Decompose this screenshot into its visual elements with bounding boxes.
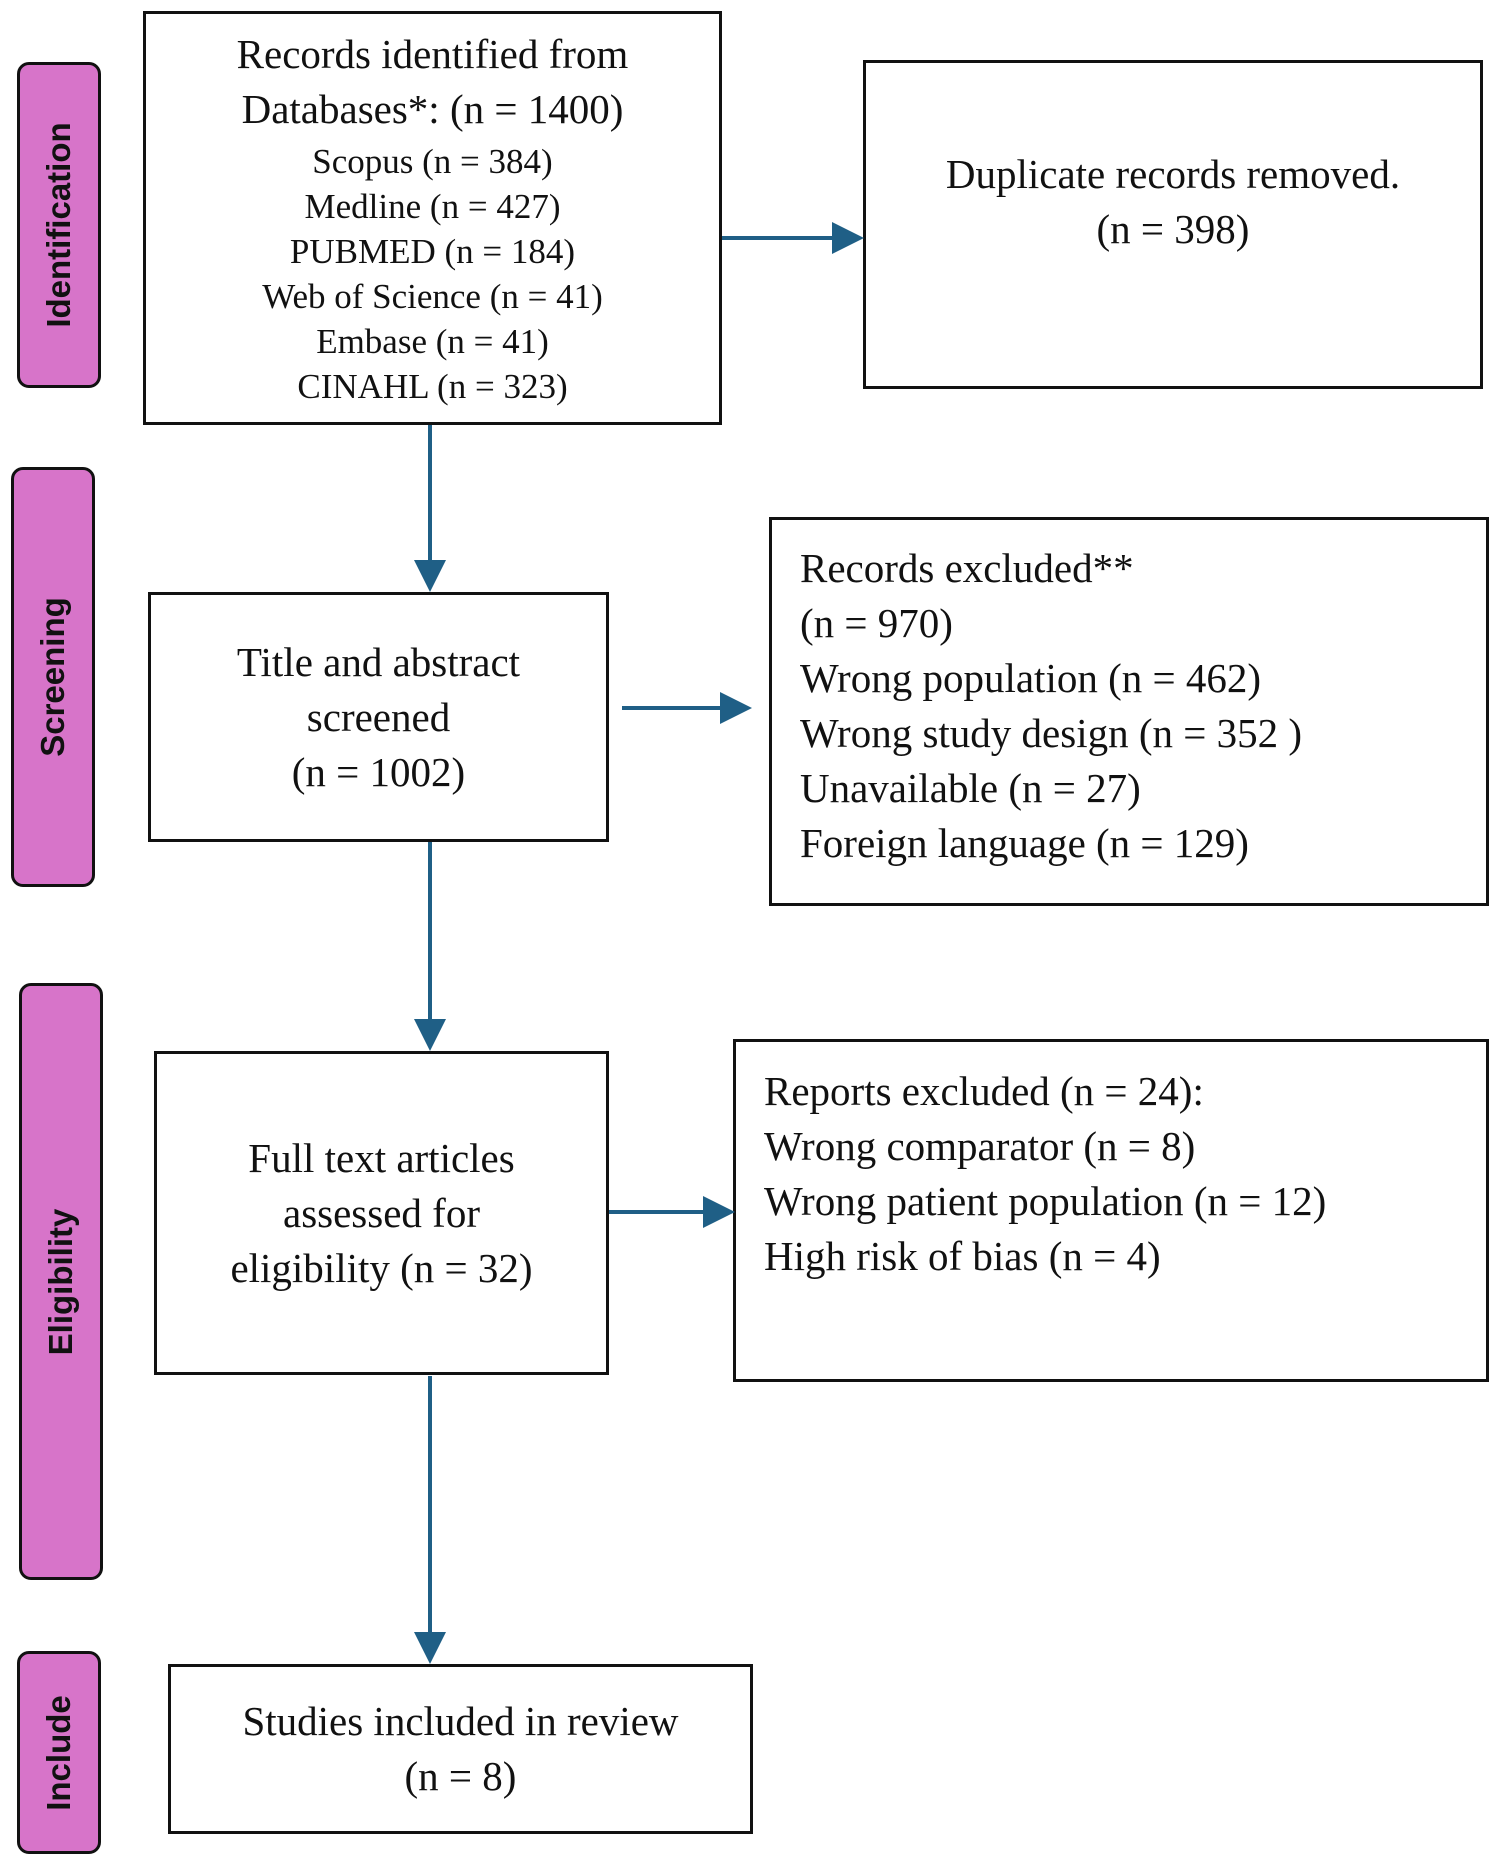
reports-reason-population: Wrong patient population (n = 12): [764, 1178, 1327, 1224]
included-line-1: Studies included in review: [242, 1698, 679, 1744]
records-identified-box: Records identified from Databases*: (n =…: [143, 11, 722, 425]
reports-excluded-box: Reports excluded (n = 24): Wrong compara…: [733, 1039, 1489, 1382]
stage-include: Include: [17, 1651, 101, 1854]
screened-line-2: screened: [306, 693, 451, 740]
reports-reason-comparator: Wrong comparator (n = 8): [764, 1123, 1196, 1169]
records-identified-title-2: Databases*: (n = 1400): [241, 86, 624, 132]
screened-line-3: (n = 1002): [291, 748, 466, 795]
stage-identification: Identification: [17, 62, 101, 388]
duplicates-line-1: Duplicate records removed.: [945, 151, 1401, 197]
studies-included-box: Studies included in review (n = 8): [168, 1664, 753, 1834]
full-text-line-2: assessed for: [283, 1189, 480, 1236]
source-cinahl: CINAHL (n = 323): [297, 367, 568, 406]
excluded-reason-unavailable: Unavailable (n = 27): [800, 765, 1141, 811]
duplicates-removed-box: Duplicate records removed. (n = 398): [863, 60, 1483, 389]
screened-line-1: Title and abstract: [236, 638, 521, 685]
reports-excluded-line-1: Reports excluded (n = 24):: [764, 1068, 1204, 1114]
records-excluded-line-1: Records excluded**: [800, 545, 1134, 591]
duplicates-line-2: (n = 398): [1096, 206, 1250, 252]
records-excluded-line-2: (n = 970): [800, 600, 953, 646]
source-medline: Medline (n = 427): [304, 187, 561, 226]
excluded-reason-study-design: Wrong study design (n = 352 ): [800, 710, 1303, 756]
stage-eligibility: Eligibility: [19, 983, 103, 1580]
records-identified-title-1: Records identified from: [236, 31, 629, 77]
included-line-2: (n = 8): [404, 1753, 517, 1799]
source-scopus: Scopus (n = 384): [312, 142, 553, 181]
full-text-line-3: eligibility (n = 32): [230, 1244, 533, 1291]
excluded-reason-language: Foreign language (n = 129): [800, 820, 1249, 866]
source-pubmed: PUBMED (n = 184): [289, 232, 576, 271]
records-excluded-box: Records excluded** (n = 970) Wrong popul…: [769, 517, 1489, 906]
reports-reason-bias: High risk of bias (n = 4): [764, 1233, 1161, 1279]
source-embase: Embase (n = 41): [316, 322, 549, 361]
source-web-of-science: Web of Science (n = 41): [262, 277, 603, 316]
excluded-reason-population: Wrong population (n = 462): [800, 655, 1262, 701]
full-text-box: Full text articles assessed for eligibil…: [154, 1051, 609, 1375]
screened-box: Title and abstract screened (n = 1002): [148, 592, 609, 842]
full-text-line-1: Full text articles: [248, 1134, 515, 1181]
stage-screening: Screening: [11, 467, 95, 887]
